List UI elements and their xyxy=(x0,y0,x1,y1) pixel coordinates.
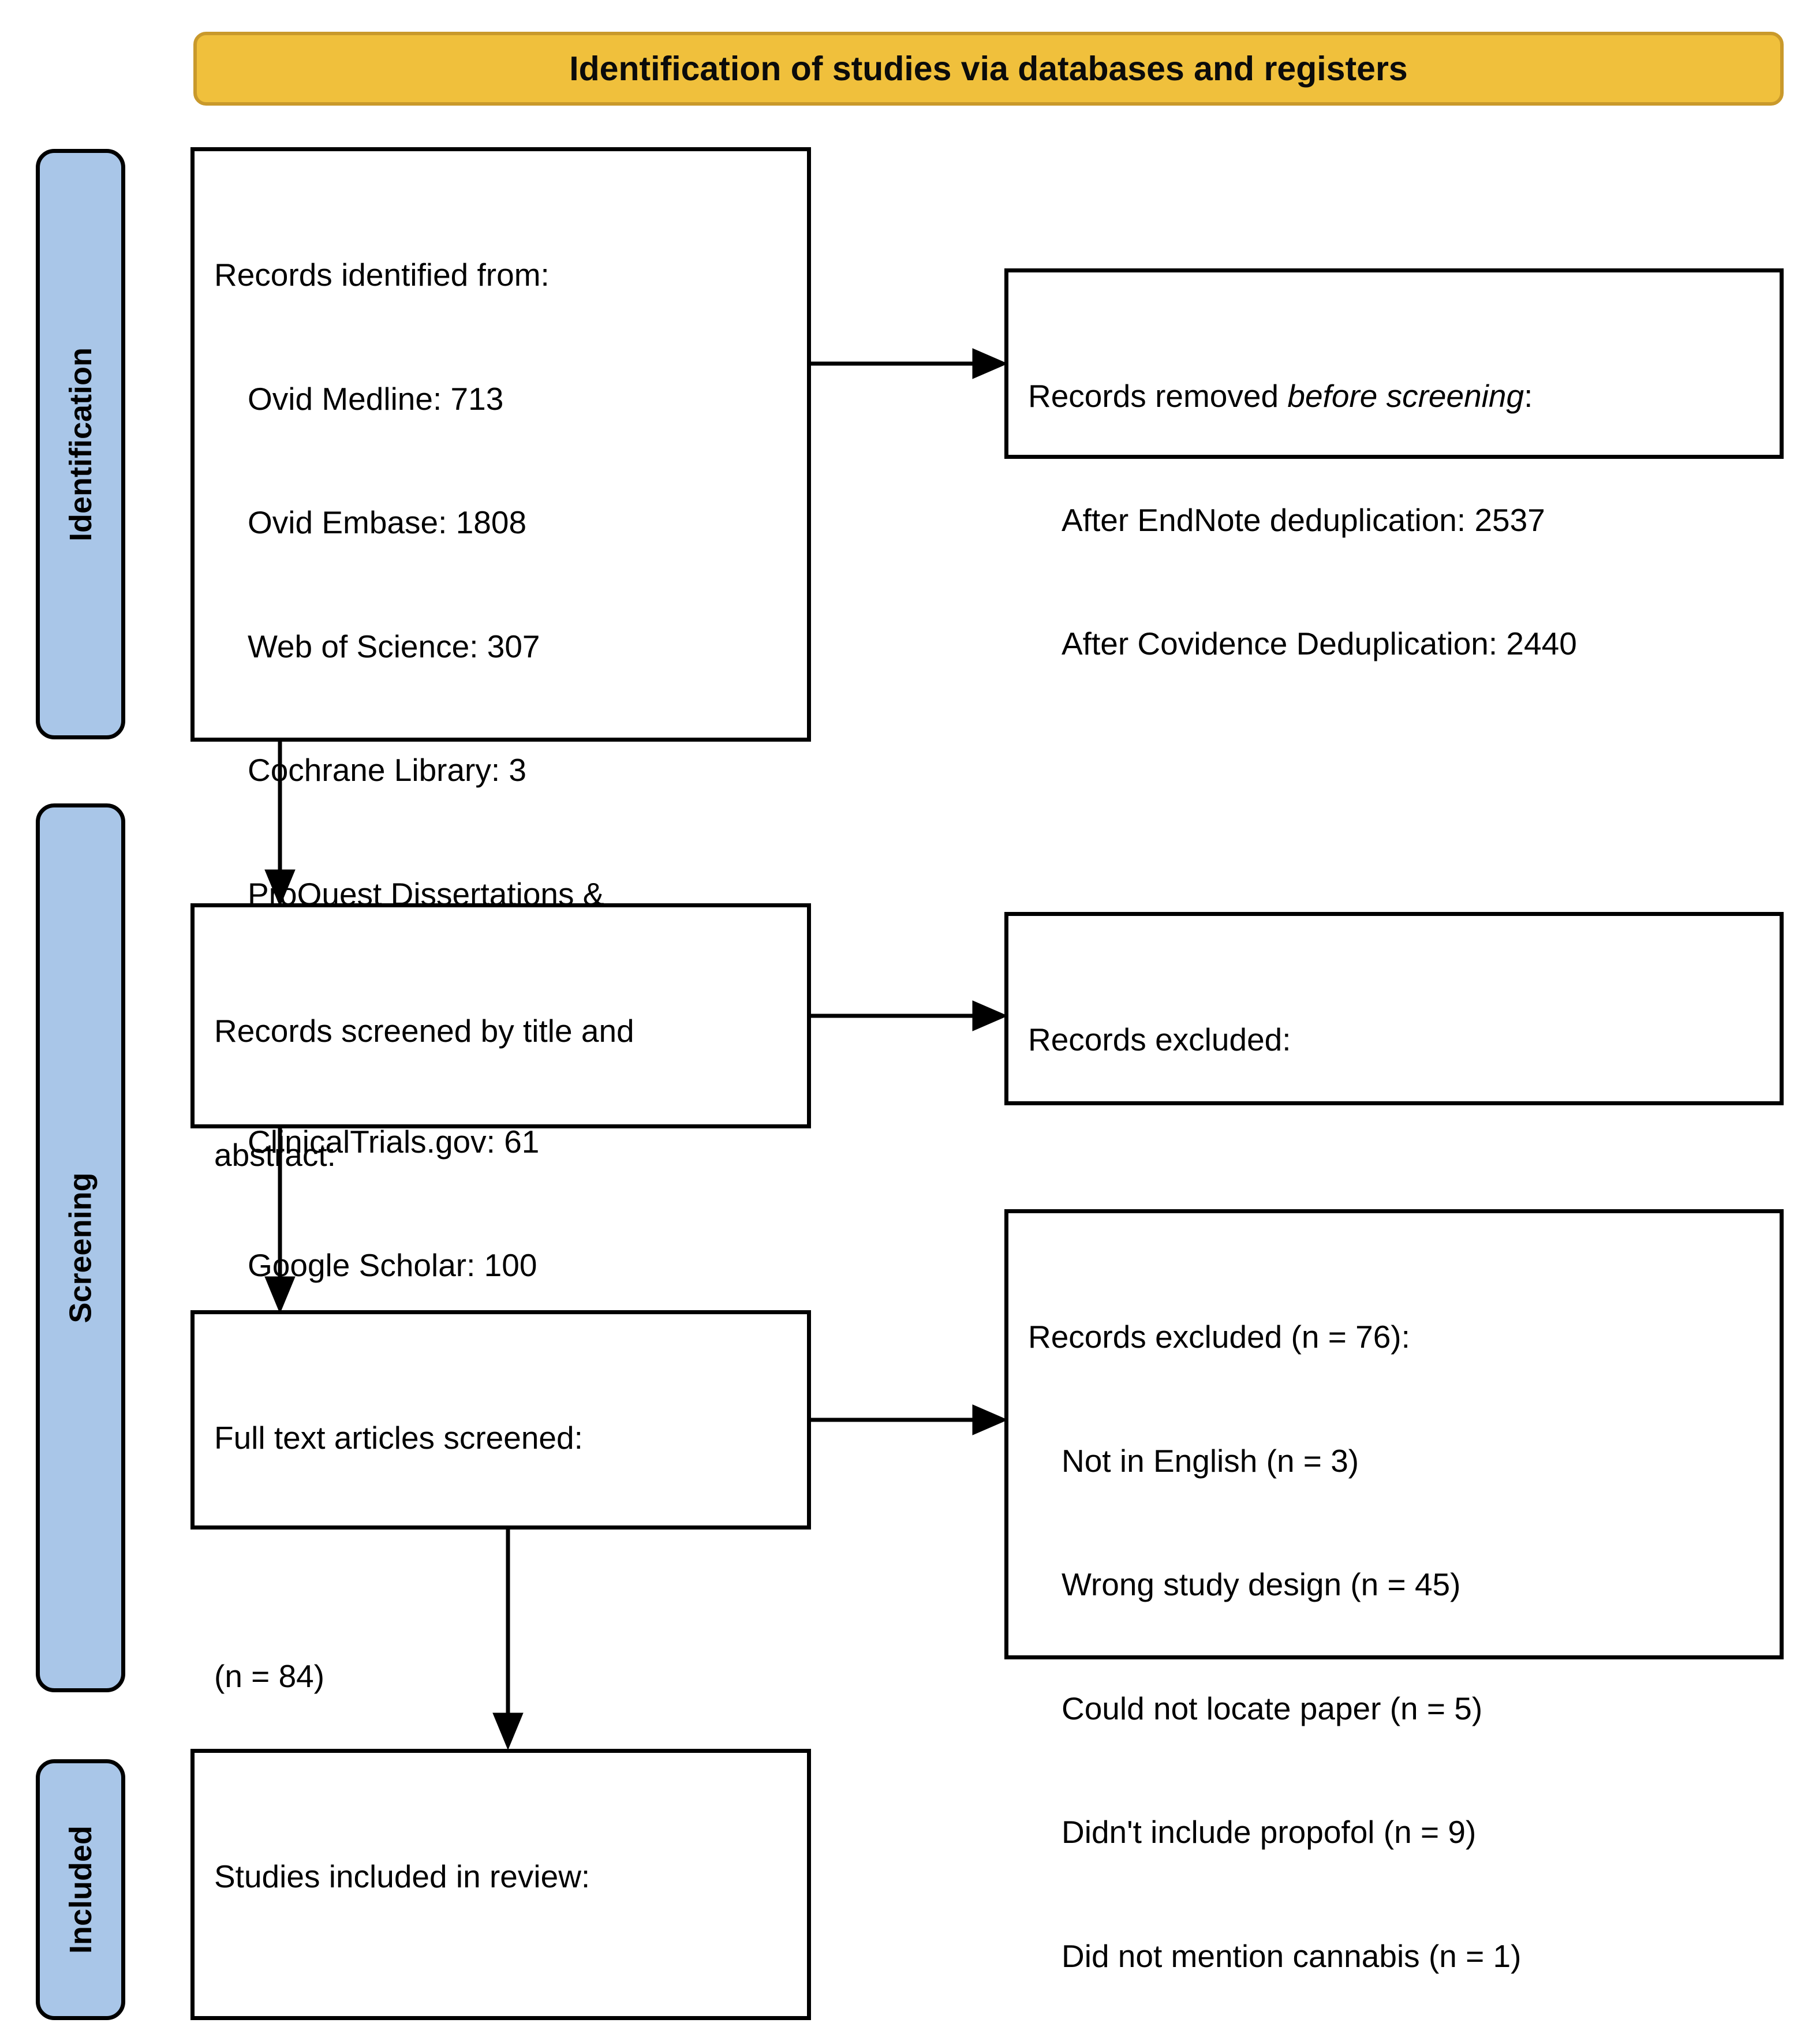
arrow-fulltext-to-included xyxy=(492,1530,524,1751)
arrow-identified-to-screened xyxy=(264,741,296,907)
excluded-reasons-heading: Records excluded (n = 76): xyxy=(1028,1319,1410,1355)
box-records-excluded-screening: Records excluded: (n = 2356) xyxy=(1004,912,1784,1296)
source-clinicaltrials: ClinicalTrials.gov: 61 xyxy=(248,1123,540,1160)
records-identified-heading: Records identified from: xyxy=(214,257,550,293)
box-records-screened: Records screened by title and abstract: … xyxy=(190,903,811,1411)
dedup-covidence: After Covidence Deduplication: 2440 xyxy=(1062,626,1577,661)
source-cochrane: Cochrane Library: 3 xyxy=(248,752,527,788)
stage-banner-identification: Identification of studies via databases … xyxy=(193,32,1784,106)
records-excluded-screening-gap xyxy=(1028,1143,1760,1175)
box-records-excluded-reasons: Records excluded (n = 76): Not in Englis… xyxy=(1004,1209,1784,1974)
stage-banner-title: Identification of studies via databases … xyxy=(569,50,1408,88)
phase-bar-identification: Identification xyxy=(36,149,125,739)
studies-included-gap-1 xyxy=(214,1980,787,2012)
records-removed-heading-suffix: : xyxy=(1524,378,1533,414)
box-fulltext-screened-body: Full text articles screened: (n = 84) xyxy=(214,1335,787,1779)
fulltext-screened-heading: Full text articles screened: xyxy=(214,1420,583,1456)
box-records-removed: Records removed before screening: After … xyxy=(1004,268,1784,661)
phase-label-screening: Screening xyxy=(63,1172,98,1323)
records-screened-heading-line2: abstract: xyxy=(214,1136,336,1173)
box-records-identified: Records identified from: Ovid Medline: 7… xyxy=(190,147,811,1531)
records-excluded-screening-heading: Records excluded: xyxy=(1028,1022,1291,1057)
phase-label-included: Included xyxy=(63,1825,98,1954)
records-removed-heading-prefix: Records removed xyxy=(1028,378,1288,414)
dedup-endnote: After EndNote deduplication: 2537 xyxy=(1062,502,1545,538)
phase-label-identification: Identification xyxy=(63,347,98,541)
source-google-scholar: Google Scholar: 100 xyxy=(248,1247,537,1283)
box-studies-included-body: Studies included in review: (n = 8) Repo… xyxy=(214,1774,787,2038)
arrow-screened-to-fulltext xyxy=(264,1128,296,1314)
reason-wrong-study-design: Wrong study design (n = 45) xyxy=(1062,1566,1461,1602)
records-removed-heading: Records removed before screening: xyxy=(1028,376,1760,417)
box-fulltext-screened: Full text articles screened: (n = 84) xyxy=(190,1310,811,1694)
reason-no-cannabis: Did not mention cannabis (n = 1) xyxy=(1062,1938,1522,1974)
records-screened-heading-line1: Records screened by title and xyxy=(214,1013,634,1049)
records-removed-heading-italic: before screening xyxy=(1287,378,1524,414)
source-ovid-embase: Ovid Embase: 1808 xyxy=(248,504,527,540)
box-records-excluded-reasons-body: Records excluded (n = 76): Not in Englis… xyxy=(1028,1234,1760,2038)
reason-not-in-english: Not in English (n = 3) xyxy=(1062,1442,1359,1479)
arrow-screened-to-excluded xyxy=(809,1000,1008,1031)
phase-bar-screening: Screening xyxy=(36,803,125,1692)
box-studies-included: Studies included in review: (n = 8) Repo… xyxy=(190,1749,811,2020)
box-records-removed-body: Records removed before screening: After … xyxy=(1028,293,1760,747)
source-ovid-medline: Ovid Medline: 713 xyxy=(248,380,504,417)
phase-bar-included: Included xyxy=(36,1759,125,2020)
source-web-of-science: Web of Science: 307 xyxy=(248,628,540,664)
reason-no-propofol: Didn't include propofol (n = 9) xyxy=(1062,1814,1477,1850)
fulltext-screened-count: (n = 84) xyxy=(214,1658,325,1694)
studies-included-heading: Studies included in review: xyxy=(214,1858,591,1894)
arrow-identified-to-removed xyxy=(809,348,1008,379)
arrow-fulltext-to-excluded-reasons xyxy=(809,1404,1008,1435)
reason-could-not-locate: Could not locate paper (n = 5) xyxy=(1062,1690,1483,1726)
